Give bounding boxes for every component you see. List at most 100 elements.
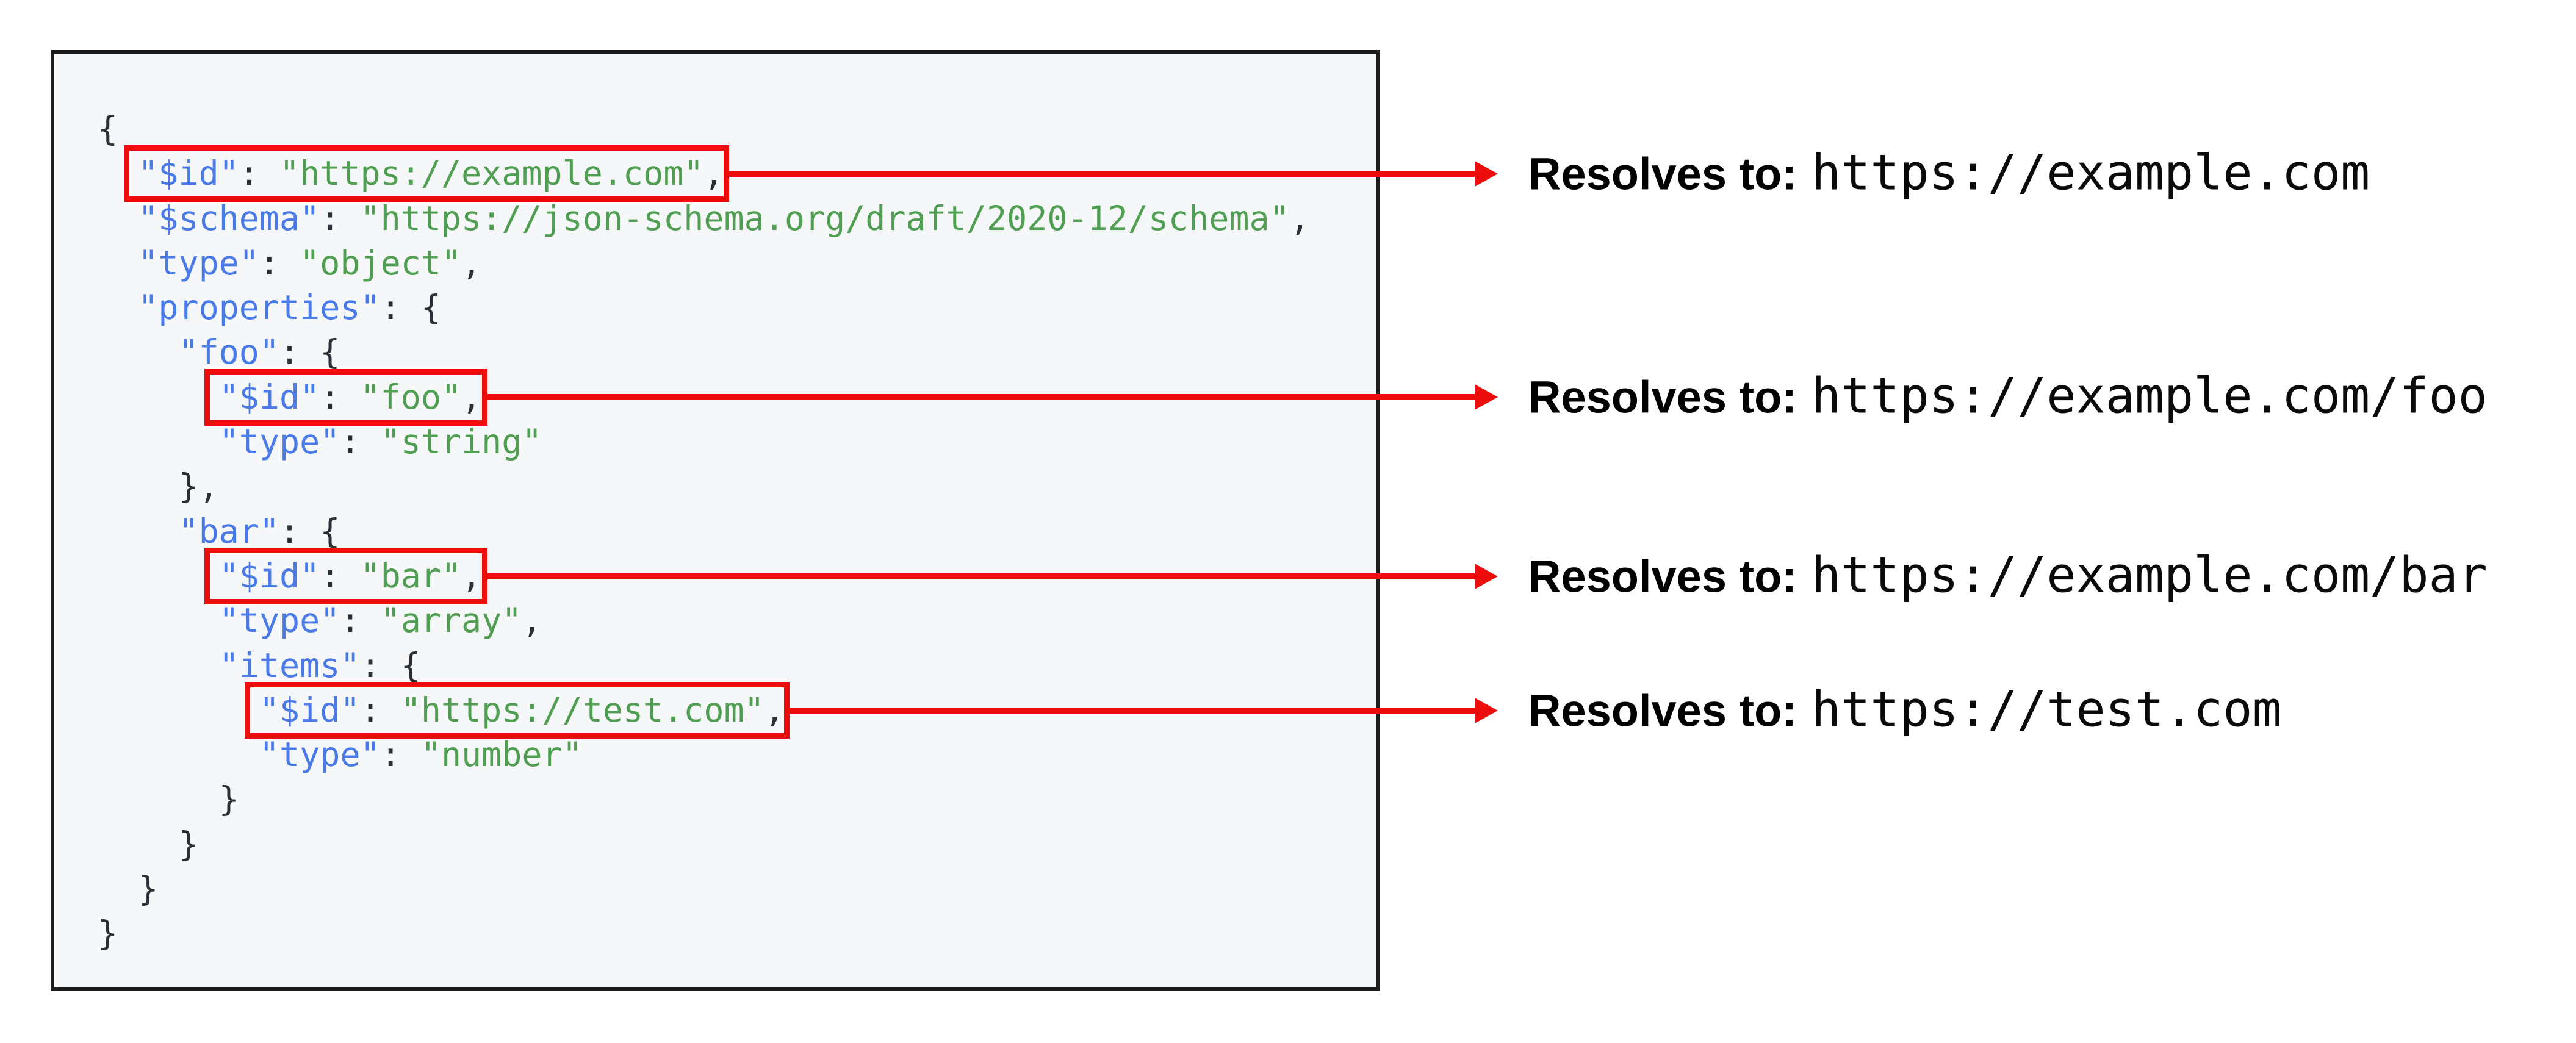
code-line: }	[98, 777, 1310, 822]
resolve-annotation: Resolves to: https://example.com/bar	[1528, 547, 2488, 603]
json-string-token: "foo"	[360, 377, 462, 417]
json-key-token: "bar"	[178, 511, 280, 551]
code-line: "$schema": "https://json-schema.org/draf…	[98, 196, 1310, 241]
json-punctuation-token: }	[98, 869, 159, 909]
arrow-right-icon	[1475, 384, 1498, 410]
resolve-url: https://example.com/bar	[1811, 547, 2488, 604]
json-string-token: "number"	[420, 735, 583, 775]
json-punctuation-token	[98, 512, 178, 551]
json-schema-code-block: { "$id": "https://example.com", "$schema…	[51, 50, 1380, 991]
json-key-token: "properties"	[138, 288, 381, 328]
code-content: { "$id": "https://example.com", "$schema…	[98, 107, 1310, 956]
json-punctuation-token: }	[98, 914, 118, 953]
arrow-right-icon	[1475, 697, 1498, 723]
code-line: "type": "object",	[98, 241, 1310, 285]
code-line: {	[98, 107, 1310, 151]
json-string-token: "string"	[380, 422, 542, 462]
json-punctuation-token: :	[380, 735, 421, 775]
json-key-token: "items"	[218, 645, 361, 685]
resolve-label: Resolves to:	[1528, 685, 1797, 736]
json-punctuation-token: ,	[1289, 198, 1310, 238]
json-key-token: "type"	[218, 601, 340, 640]
resolve-url: https://test.com	[1811, 681, 2282, 738]
code-line: "$id": "bar",	[98, 554, 1310, 598]
json-punctuation-token: ,	[461, 556, 482, 595]
json-punctuation-token: :	[320, 198, 361, 238]
json-punctuation-token	[98, 735, 259, 774]
json-punctuation-token	[98, 556, 219, 595]
json-punctuation-token: }	[98, 824, 199, 864]
resolve-label: Resolves to:	[1528, 148, 1797, 199]
json-key-token: "$id"	[218, 377, 320, 417]
arrow-line	[487, 394, 1475, 401]
json-punctuation-token: ,	[461, 243, 482, 282]
code-line: "$id": "foo",	[98, 375, 1310, 420]
json-string-token: "https://example.com"	[279, 154, 704, 193]
code-line: "$id": "https://test.com",	[98, 688, 1310, 733]
json-punctuation-token	[98, 288, 138, 327]
code-line: "bar": {	[98, 509, 1310, 554]
json-punctuation-token: :	[239, 154, 280, 193]
json-key-token: "$id"	[259, 690, 361, 729]
arrow-line	[487, 573, 1475, 579]
code-line: },	[98, 464, 1310, 509]
json-string-token: "array"	[380, 601, 522, 640]
code-line: }	[98, 822, 1310, 867]
json-key-token: "type"	[218, 422, 340, 462]
highlight-box	[124, 145, 729, 203]
json-punctuation-token: },	[98, 467, 219, 506]
json-string-token: "https://json-schema.org/draft/2020-12/s…	[360, 198, 1290, 238]
code-line: "properties": {	[98, 285, 1310, 330]
arrow-line	[790, 707, 1475, 714]
arrow-line	[729, 170, 1475, 177]
code-line: "items": {	[98, 643, 1310, 688]
json-punctuation-token: : {	[279, 511, 340, 551]
highlight-box	[204, 548, 487, 605]
json-key-token: "type"	[138, 243, 259, 282]
json-punctuation-token	[98, 690, 259, 729]
resolve-url: https://example.com/foo	[1811, 368, 2488, 425]
json-punctuation-token: ,	[522, 601, 542, 640]
resolve-label: Resolves to:	[1528, 551, 1797, 602]
json-punctuation-token: }	[98, 780, 239, 819]
arrow-right-icon	[1475, 563, 1498, 589]
code-line: "type": "array",	[98, 598, 1310, 643]
json-punctuation-token	[98, 646, 219, 685]
json-punctuation-token	[98, 422, 219, 461]
json-punctuation-token: :	[340, 601, 381, 640]
arrow-right-icon	[1475, 160, 1498, 187]
highlight-box	[245, 682, 790, 739]
json-punctuation-token: :	[320, 377, 361, 417]
resolve-label: Resolves to:	[1528, 372, 1797, 423]
code-line: "$id": "https://example.com",	[98, 151, 1310, 196]
json-string-token: "object"	[300, 243, 462, 282]
code-line: }	[98, 867, 1310, 911]
json-punctuation-token: ,	[703, 154, 724, 193]
json-punctuation-token: : {	[360, 645, 421, 685]
resolve-url: https://example.com	[1811, 144, 2370, 201]
json-punctuation-token: ,	[764, 690, 785, 729]
json-key-token: "foo"	[178, 332, 280, 372]
code-line: "type": "number"	[98, 733, 1310, 777]
json-punctuation-token: :	[360, 690, 401, 729]
code-line: "foo": {	[98, 330, 1310, 375]
resolve-annotation: Resolves to: https://test.com	[1528, 681, 2282, 737]
json-punctuation-token	[98, 332, 178, 371]
json-punctuation-token	[98, 601, 219, 640]
json-key-token: "type"	[259, 735, 381, 775]
json-key-token: "$schema"	[138, 198, 320, 238]
json-punctuation-token: : {	[279, 332, 340, 372]
json-punctuation-token	[98, 378, 219, 417]
resolve-annotation: Resolves to: https://example.com/foo	[1528, 368, 2488, 425]
json-punctuation-token: : {	[380, 288, 441, 328]
json-string-token: "bar"	[360, 556, 462, 595]
json-punctuation-token: ,	[461, 377, 482, 417]
json-punctuation-token	[98, 243, 138, 282]
json-punctuation-token: :	[340, 422, 381, 462]
json-punctuation-token: {	[98, 109, 118, 148]
json-punctuation-token	[98, 199, 138, 238]
json-punctuation-token: :	[320, 556, 361, 595]
code-line: }	[98, 911, 1310, 956]
code-line: "type": "string"	[98, 420, 1310, 464]
